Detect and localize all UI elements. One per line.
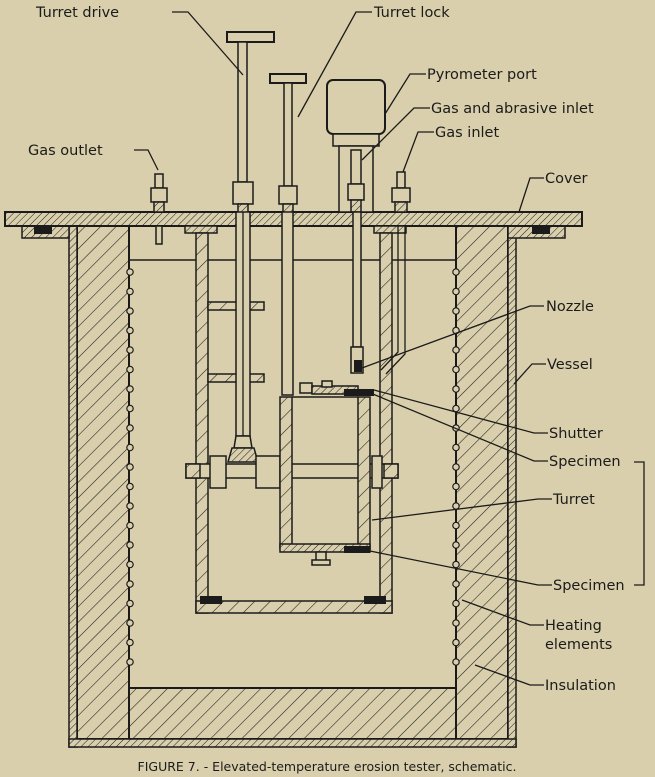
turret-wall-right	[357, 396, 371, 550]
turret-lock-rod	[281, 211, 294, 396]
gas-outlet-pipe	[150, 173, 168, 245]
bevel-gear	[227, 447, 259, 463]
pyrometer-port	[326, 79, 386, 213]
figure-caption: FIGURE 7. - Elevated-temperature erosion…	[138, 759, 517, 774]
shutter-bolt-top	[299, 382, 313, 394]
gasket-right	[532, 226, 550, 234]
vessel-shell-left	[68, 225, 78, 748]
insulation-left-wall	[76, 225, 130, 740]
heating-element-coil	[126, 580, 134, 588]
vessel-shell-right	[507, 225, 517, 748]
label-gas-abrasive-inlet: Gas and abrasive inlet	[431, 101, 594, 117]
heating-element-coil	[452, 541, 460, 549]
heating-element-coil	[126, 521, 134, 530]
heating-element-coil	[126, 424, 134, 432]
label-turret-drive: Turret drive	[35, 5, 119, 21]
turret-lock-handle	[269, 73, 307, 84]
heating-element-coil	[452, 346, 460, 354]
heating-element-coil	[126, 541, 134, 549]
heating-element-coil	[452, 463, 460, 471]
heating-element-coil	[452, 638, 460, 647]
heating-element-coil	[452, 385, 460, 393]
insulation-bottom	[128, 687, 457, 740]
heating-element-coil	[452, 404, 460, 413]
heating-element-coil	[126, 404, 134, 413]
heating-element-coil	[126, 463, 134, 471]
label-vessel: Vessel	[547, 357, 593, 373]
gas-inlet-pipe	[380, 171, 411, 375]
heating-element-coil	[126, 560, 134, 569]
label-heating-elements-line2: elements	[545, 637, 612, 653]
nozzle-assembly	[347, 149, 365, 374]
heating-element-coil	[452, 658, 460, 666]
heating-element-coil	[126, 307, 134, 315]
label-gas-inlet: Gas inlet	[435, 125, 499, 141]
specimen-bottom	[344, 546, 370, 553]
turret-wall-left	[279, 396, 293, 550]
turret	[185, 380, 399, 566]
heating-element-coil	[126, 287, 134, 296]
heating-element-coil	[126, 502, 134, 510]
label-turret: Turret	[552, 492, 595, 508]
heating-element-coil	[126, 365, 134, 374]
heating-element-coil	[126, 619, 134, 627]
heating-element-coil	[452, 619, 460, 627]
heating-element-coil	[452, 521, 460, 530]
label-nozzle: Nozzle	[546, 299, 594, 315]
heating-element-coil	[126, 638, 134, 647]
frame-base	[195, 600, 393, 614]
label-pyrometer-port: Pyrometer port	[427, 67, 537, 83]
specimen-top	[344, 389, 374, 396]
label-insulation: Insulation	[545, 678, 616, 694]
insulation-right-wall	[455, 225, 509, 740]
heating-element-coil	[126, 599, 134, 608]
heating-element-coil	[452, 443, 460, 452]
turret-drive-handle	[226, 31, 275, 43]
label-heating-elements-line1: Heating	[545, 618, 602, 634]
turret-lock-assembly	[269, 73, 307, 396]
heating-element-coil	[452, 482, 460, 491]
heating-element-coil	[126, 268, 134, 276]
turret-drive-assembly	[226, 31, 275, 463]
heating-element-coil	[126, 443, 134, 452]
vessel-shell-bottom	[68, 738, 517, 748]
heating-element-coil	[452, 268, 460, 276]
labels: Turret drive Turret lock Pyrometer port …	[28, 5, 625, 774]
frame-right-post	[379, 232, 393, 614]
label-specimen-bottom: Specimen	[553, 578, 625, 594]
heating-element-coil	[452, 502, 460, 510]
heating-element-coil	[126, 346, 134, 354]
heating-element-coil	[452, 365, 460, 374]
label-gas-outlet: Gas outlet	[28, 143, 103, 159]
leader-lines	[134, 11, 645, 686]
heating-element-coil	[126, 326, 134, 335]
heating-element-coil	[126, 658, 134, 666]
heating-element-coil	[452, 307, 460, 315]
heating-element-coil	[452, 287, 460, 296]
heating-elements	[126, 268, 460, 666]
frame-left-post	[195, 232, 209, 614]
heating-element-coil	[126, 385, 134, 393]
heating-element-coil	[452, 599, 460, 608]
heating-element-coil	[452, 560, 460, 569]
nozzle-tip	[354, 360, 362, 372]
label-specimen-top: Specimen	[549, 454, 621, 470]
label-cover: Cover	[545, 171, 587, 187]
heating-element-coil	[126, 482, 134, 491]
heating-element-coil	[452, 580, 460, 588]
label-shutter: Shutter	[549, 426, 603, 442]
label-turret-lock: Turret lock	[373, 5, 450, 21]
gasket-left	[34, 226, 52, 234]
vessel	[21, 225, 566, 748]
